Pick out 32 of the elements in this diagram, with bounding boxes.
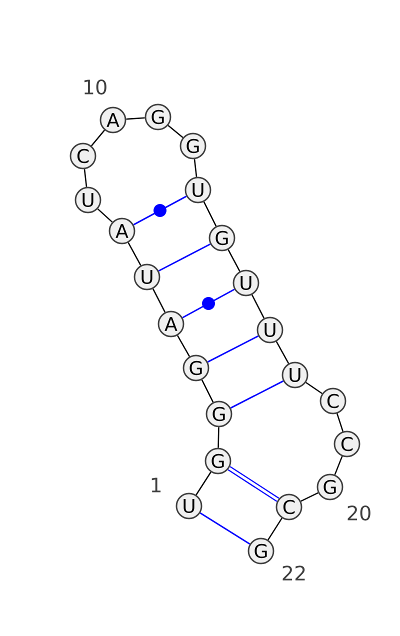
position-number: 10 [84,79,106,95]
backbone-line [300,492,318,502]
backbone-line [251,294,265,318]
backbone-line [268,518,282,540]
backbone-line [176,335,190,357]
base-pair-line [230,380,284,409]
backbone-line [336,413,344,432]
position-number: 22 [282,566,305,580]
backbone-line [128,242,142,266]
base-pair-line [133,196,187,226]
base-pair-line [158,243,211,272]
position-number: 1 [152,478,161,492]
backbone-line [228,249,240,272]
backbone-line [168,124,184,138]
backbone-line [152,288,166,312]
backbone-line [203,202,217,226]
backbone-line [201,380,214,402]
backbone-line [126,117,145,120]
backbone-line [196,472,212,496]
base-pair-line [182,288,235,318]
backbone-line [97,208,113,223]
backbone-line [306,382,322,394]
base-pair-line [228,466,280,502]
backbone-line [90,130,106,146]
base-pair-line [200,512,250,545]
backbone-line [218,427,220,448]
backbone-line [194,159,198,177]
backbone-line [276,341,290,364]
backbone-line [334,456,343,475]
position-number: 20 [348,505,370,521]
base-pair-line [207,335,259,363]
backbone-line [84,169,88,187]
